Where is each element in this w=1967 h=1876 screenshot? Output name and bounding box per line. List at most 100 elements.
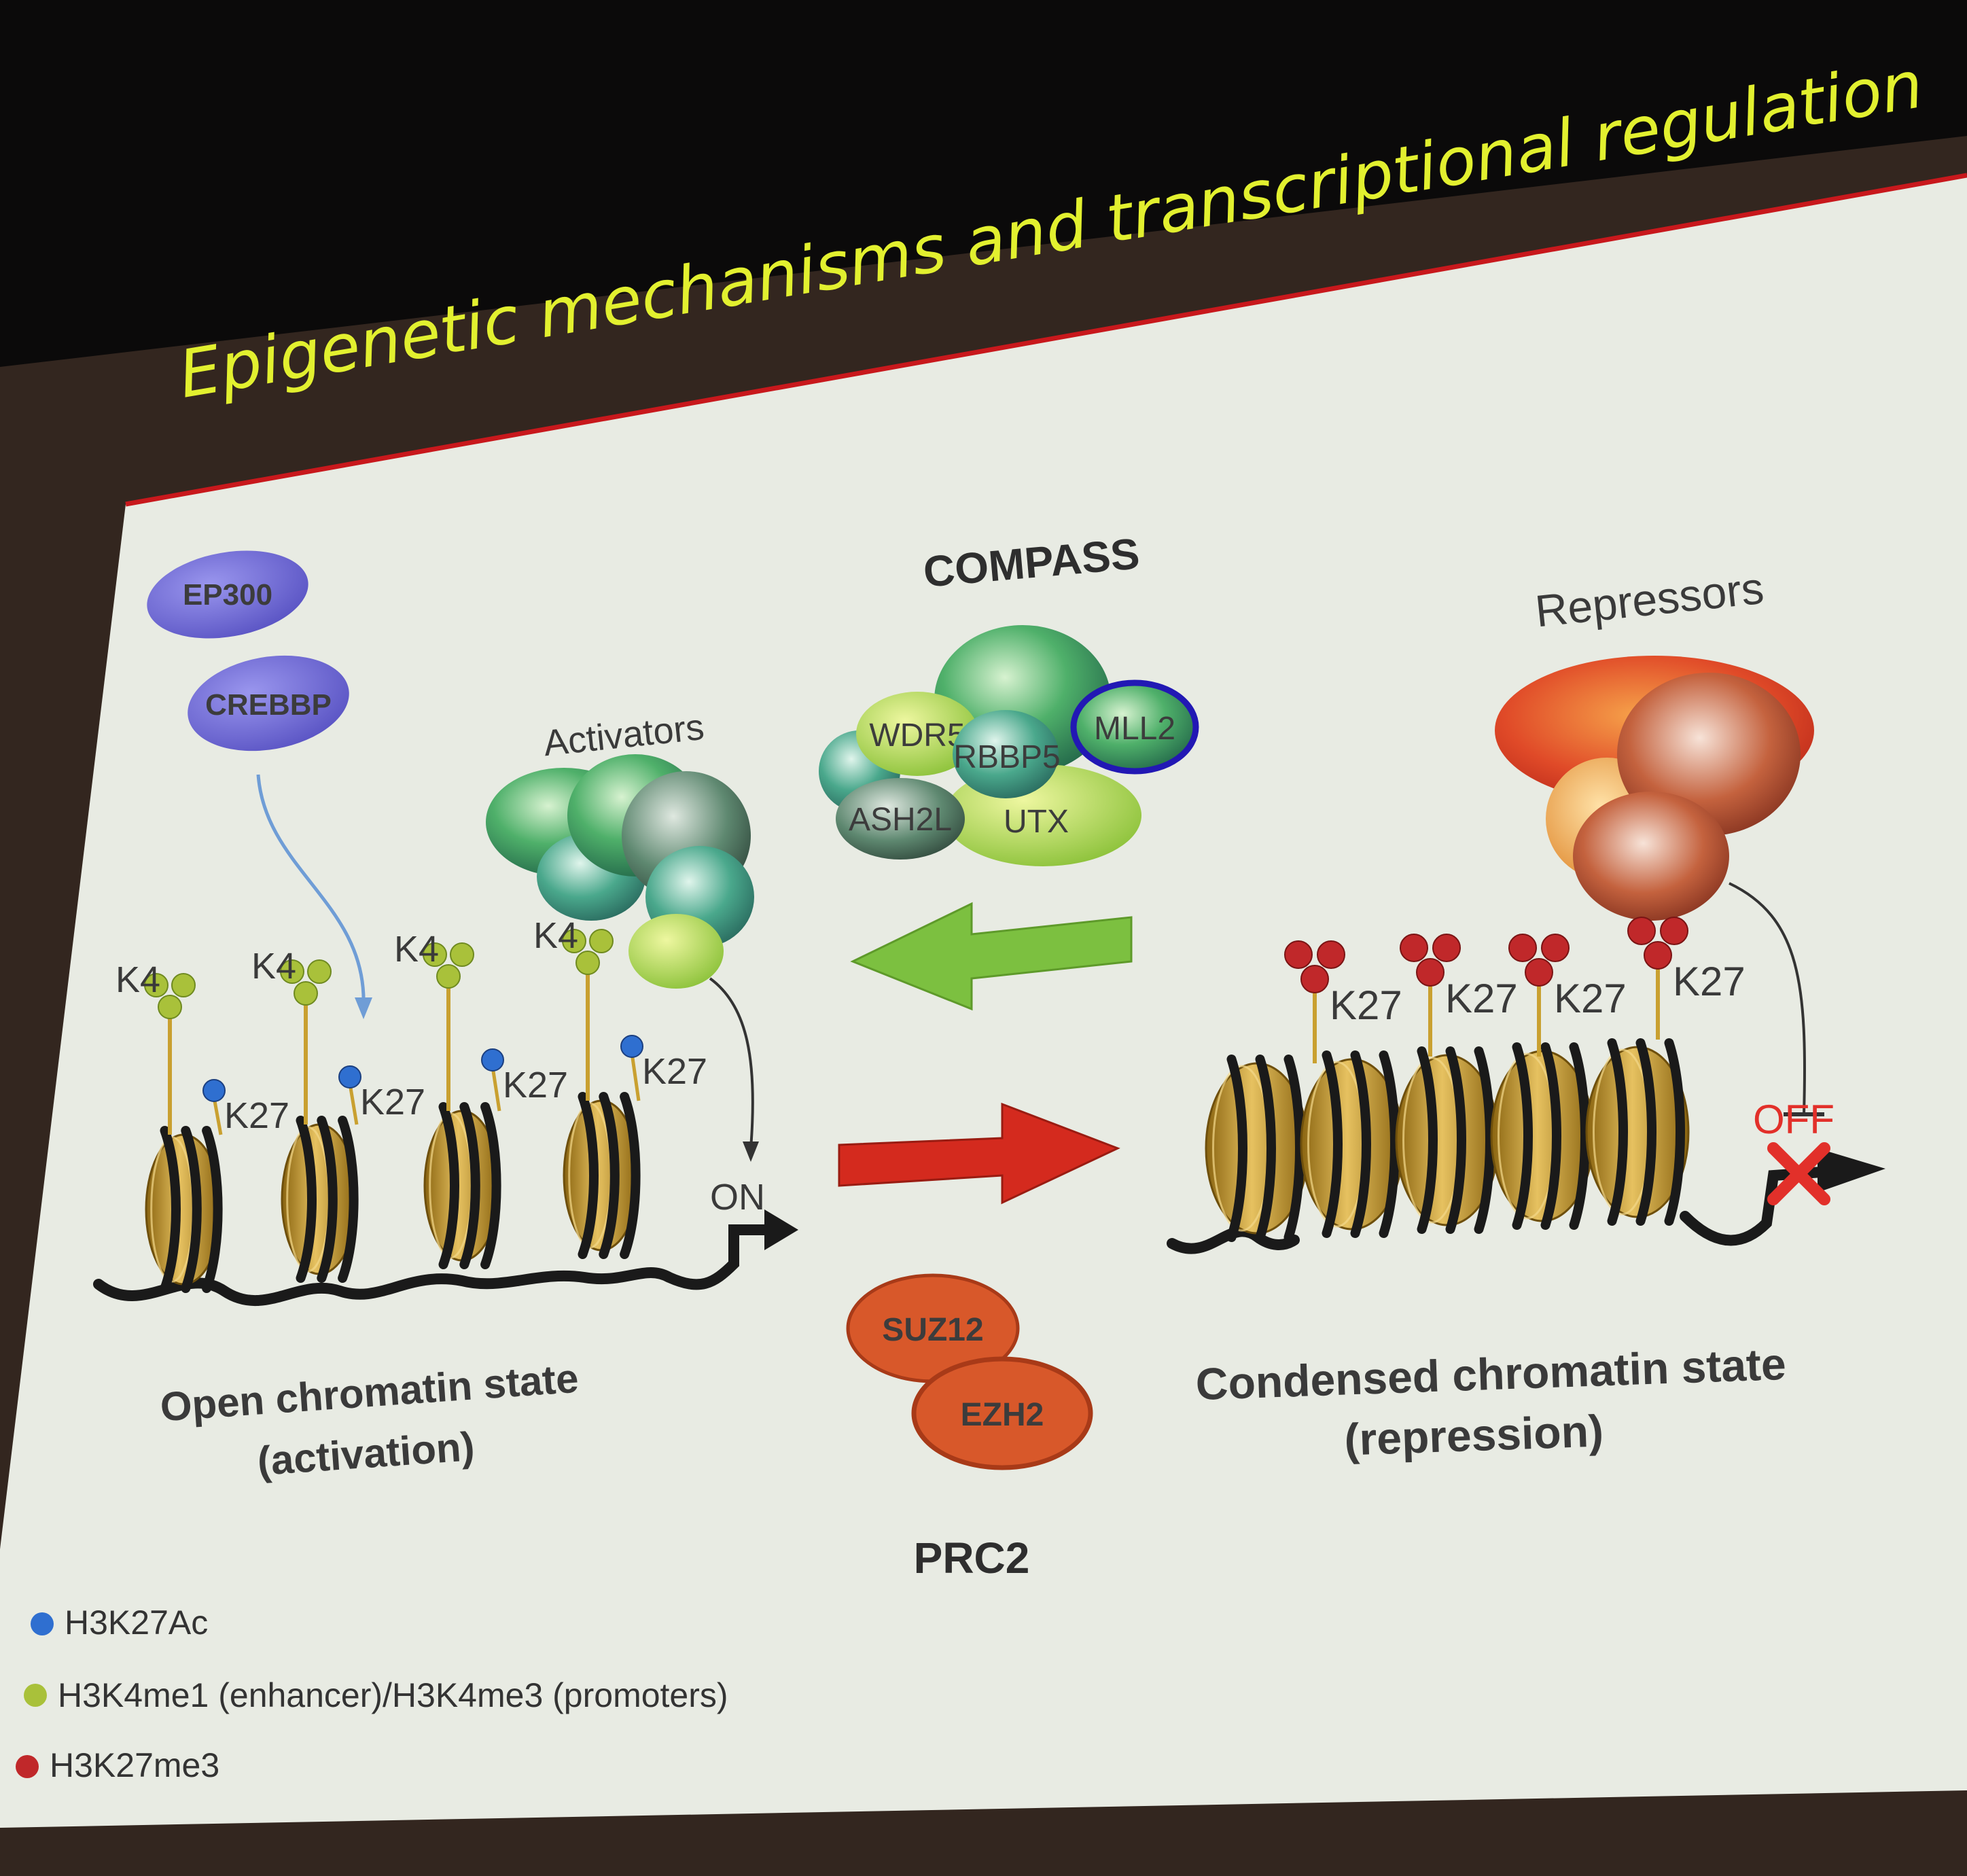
k27-label: K27 bbox=[642, 1051, 707, 1092]
acetylation-arrowhead bbox=[355, 997, 372, 1019]
slide-content-area bbox=[0, 175, 1967, 1828]
compass-complex: WDR5 UTX RBBP5 ASH2L MLL2 bbox=[819, 625, 1199, 866]
left-nucleosome-2 bbox=[281, 1116, 359, 1283]
wdr5-label: WDR5 bbox=[869, 718, 965, 754]
mll2-label: MLL2 bbox=[1094, 711, 1175, 747]
right-nucleosome-1 bbox=[1205, 1055, 1309, 1242]
k27-label: K27 bbox=[1445, 976, 1518, 1021]
activation-arrow bbox=[709, 977, 754, 1149]
k27-label: K27 bbox=[1554, 976, 1627, 1021]
h3k27me3-mark bbox=[1416, 958, 1445, 987]
h3k4me-mark bbox=[575, 951, 600, 975]
mll2-subunit bbox=[1070, 679, 1199, 775]
k27-stalk bbox=[630, 1052, 641, 1101]
legend-dot-h3k4me bbox=[24, 1684, 47, 1707]
green-reverse-arrow bbox=[850, 902, 1133, 1011]
k4-label: K4 bbox=[251, 946, 296, 987]
condensed-chromatin-caption-line2: (repression) bbox=[1343, 1405, 1604, 1464]
on-label: ON bbox=[710, 1177, 765, 1218]
repressors-complex bbox=[1495, 656, 1814, 921]
h3k27me3-mark bbox=[1627, 917, 1656, 945]
h3k4me-mark bbox=[158, 995, 182, 1019]
left-nucleosome-3 bbox=[423, 1102, 501, 1269]
open-chromatin-dna bbox=[93, 1224, 773, 1307]
legend: H3K27Ac H3K4me1 (enhancer)/H3K4me3 (prom… bbox=[16, 1604, 728, 1784]
writer-ep300: EP300 bbox=[147, 550, 308, 639]
right-nucleosome-3 bbox=[1395, 1046, 1500, 1234]
legend-label-h3k27me3: H3K27me3 bbox=[50, 1746, 219, 1784]
wdr5-subunit bbox=[856, 692, 978, 776]
activation-arrowhead bbox=[743, 1141, 759, 1162]
k27-stalk bbox=[491, 1066, 501, 1112]
k27-stalk bbox=[348, 1083, 359, 1125]
prc2-complex: SUZ12 EZH2 bbox=[846, 1273, 1093, 1470]
left-nucleosome-4 bbox=[563, 1092, 641, 1259]
h3k4me-mark bbox=[307, 959, 332, 984]
ash2l-label: ASH2L bbox=[849, 802, 952, 838]
h3k27me3-mark bbox=[1400, 934, 1428, 962]
h3k4me-mark bbox=[450, 942, 474, 967]
rbbp5-label: RBBP5 bbox=[953, 739, 1060, 775]
k27-label: K27 bbox=[1673, 959, 1746, 1004]
acetylation-arrow bbox=[256, 774, 366, 1006]
title-accent-line bbox=[125, 173, 1967, 507]
crebbp-label: CREBBP bbox=[205, 688, 332, 722]
ash2l-subunit bbox=[836, 778, 965, 860]
legend-dot-h3k27me3 bbox=[16, 1755, 39, 1778]
k4-label: K4 bbox=[116, 959, 160, 1000]
h3k27ac-mark bbox=[338, 1065, 361, 1089]
red-forward-arrow bbox=[838, 1102, 1120, 1205]
h3k4me-mark bbox=[280, 959, 304, 984]
k27-stalk bbox=[212, 1097, 223, 1135]
legend-label-h3k27ac: H3K27Ac bbox=[65, 1604, 208, 1642]
h3k27me3-mark bbox=[1300, 965, 1329, 993]
h3k27me3-mark bbox=[1317, 940, 1345, 969]
h3k4me-mark bbox=[423, 942, 447, 967]
h3k27me3-mark bbox=[1525, 958, 1553, 987]
h3k27me3-mark bbox=[1541, 934, 1570, 962]
h3k4me-mark bbox=[144, 973, 169, 997]
right-nucleosome-4 bbox=[1490, 1042, 1595, 1230]
h3k4me-mark bbox=[562, 929, 586, 953]
k27-label: K27 bbox=[360, 1082, 425, 1122]
h3k27me3-mark bbox=[1508, 934, 1537, 962]
k4-label: K4 bbox=[533, 915, 578, 956]
ep300-label: EP300 bbox=[183, 578, 272, 612]
ezh2-label: EZH2 bbox=[961, 1397, 1044, 1433]
h3k27ac-mark bbox=[481, 1048, 504, 1072]
right-nucleosome-5 bbox=[1585, 1038, 1690, 1226]
activators-complex bbox=[486, 754, 754, 989]
off-label: OFF bbox=[1753, 1097, 1835, 1142]
k27-label: K27 bbox=[1330, 983, 1402, 1028]
off-cross-icon bbox=[1767, 1142, 1830, 1205]
k27-label: K27 bbox=[224, 1095, 289, 1136]
off-arrowhead bbox=[1818, 1148, 1885, 1192]
suz12-label: SUZ12 bbox=[882, 1312, 983, 1348]
writer-crebbp: CREBBP bbox=[188, 655, 349, 751]
right-nucleosome-2 bbox=[1300, 1050, 1404, 1238]
on-arrowhead bbox=[764, 1209, 798, 1250]
prc2-label: PRC2 bbox=[914, 1534, 1030, 1582]
h3k27me3-mark bbox=[1660, 917, 1688, 945]
k27-label: K27 bbox=[503, 1065, 568, 1105]
h3k27me3-mark bbox=[1284, 940, 1313, 969]
k4-label: K4 bbox=[394, 929, 439, 970]
h3k27ac-mark bbox=[620, 1035, 643, 1058]
h3k4me-mark bbox=[294, 981, 318, 1006]
h3k27me3-mark bbox=[1432, 934, 1461, 962]
h3k4me-mark bbox=[436, 964, 461, 989]
repression-arrow bbox=[1729, 882, 1806, 1115]
utx-label: UTX bbox=[1004, 804, 1069, 840]
h3k27ac-mark bbox=[202, 1079, 226, 1102]
h3k27me3-mark bbox=[1644, 941, 1672, 970]
h3k4me-mark bbox=[171, 973, 196, 997]
left-nucleosome-1 bbox=[145, 1126, 223, 1293]
ezh2-subunit bbox=[911, 1356, 1093, 1470]
h3k4me-mark bbox=[589, 929, 614, 953]
legend-dot-h3k27ac bbox=[31, 1612, 54, 1635]
rbbp5-subunit bbox=[953, 710, 1059, 798]
legend-label-h3k4me: H3K4me1 (enhancer)/H3K4me3 (promoters) bbox=[58, 1676, 728, 1714]
